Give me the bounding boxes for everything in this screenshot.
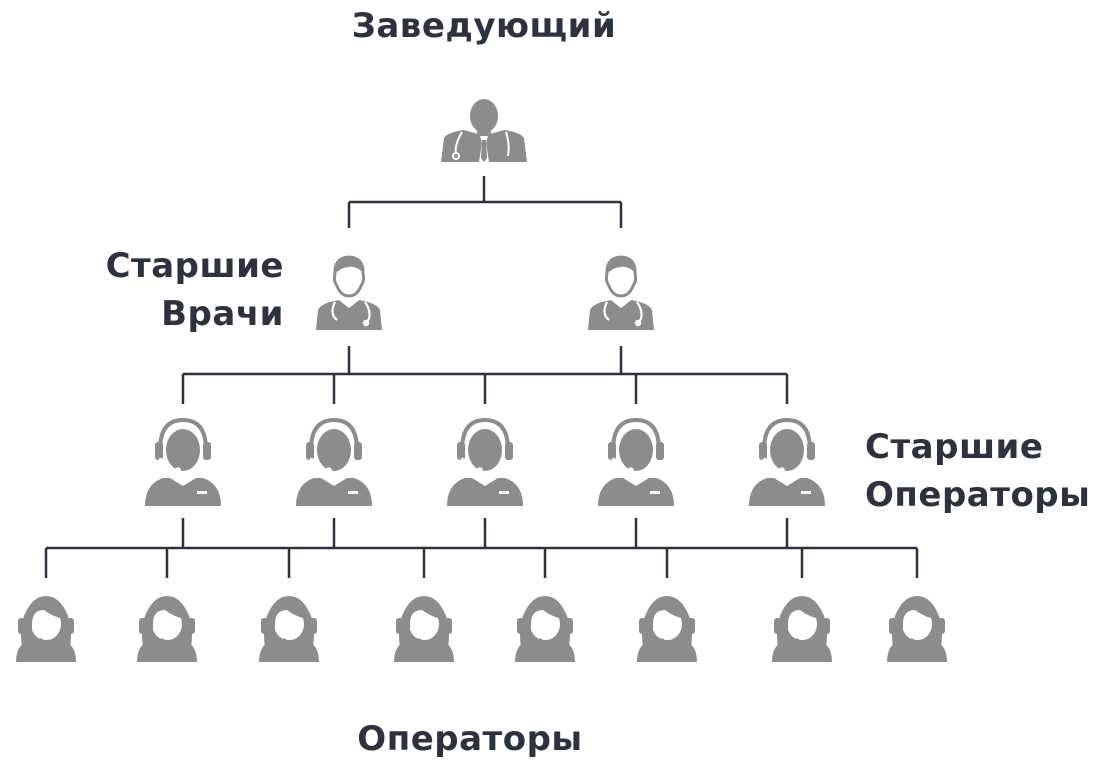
senior-doctors-label-line-1: Старшие xyxy=(105,246,284,286)
doctor-icon xyxy=(586,254,656,332)
operator-headset-female-icon xyxy=(635,594,699,664)
operators-label: Операторы xyxy=(357,719,583,759)
operator-headset-male-icon xyxy=(445,418,525,508)
connector-lines xyxy=(44,176,919,578)
operator-headset-female-icon xyxy=(392,594,456,664)
operator-headset-male-icon xyxy=(596,418,676,508)
doctor-suit-icon xyxy=(440,98,528,163)
operator-headset-male-icon xyxy=(747,418,827,508)
senior-operators-label-line-2: Операторы xyxy=(865,475,1091,515)
operator-headset-female-icon xyxy=(885,594,949,664)
operator-headset-male-icon xyxy=(294,418,374,508)
operator-headset-female-icon xyxy=(513,594,577,664)
operator-headset-female-icon xyxy=(257,594,321,664)
person-icons xyxy=(14,98,949,664)
senior-doctors-label-line-2: Врачи xyxy=(161,294,284,334)
head-label: Заведующий xyxy=(351,6,617,46)
operator-headset-female-icon xyxy=(135,594,199,664)
operator-headset-female-icon xyxy=(14,594,78,664)
doctor-icon xyxy=(314,254,384,332)
senior-operators-label-line-1: Старшие xyxy=(865,427,1044,467)
operator-headset-female-icon xyxy=(770,594,834,664)
operator-headset-male-icon xyxy=(143,418,223,508)
senior-doctors-label: Старшие Врачи xyxy=(60,242,284,338)
senior-operators-label: Старшие Операторы xyxy=(865,423,1090,519)
